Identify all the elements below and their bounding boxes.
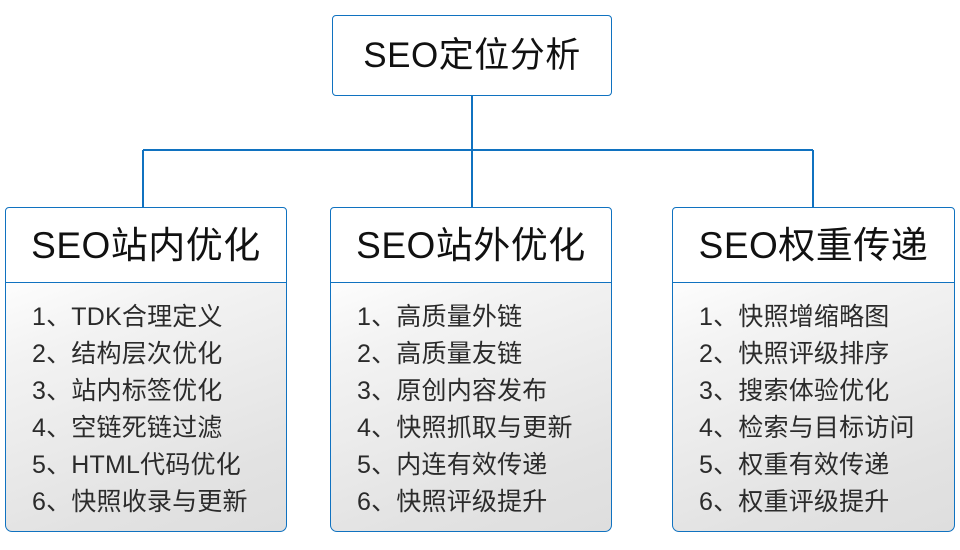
list-item: 2、快照评级排序 [699, 340, 890, 368]
list-item: 3、站内标签优化 [32, 377, 223, 405]
branch-2-header[interactable]: SEO站外优化 [330, 207, 612, 283]
list-item: 6、权重评级提升 [699, 488, 890, 516]
branch-3-title: SEO权重传递 [698, 224, 929, 266]
list-item: 3、搜索体验优化 [699, 377, 890, 405]
list-item: 1、高质量外链 [357, 303, 523, 331]
branch-2-body: 1、高质量外链 2、高质量友链 3、原创内容发布 4、快照抓取与更新 5、内连有… [330, 283, 612, 532]
list-item: 5、内连有效传递 [357, 451, 548, 479]
list-item: 6、快照收录与更新 [32, 488, 248, 516]
branch-3-header[interactable]: SEO权重传递 [672, 207, 955, 283]
list-item: 2、结构层次优化 [32, 340, 223, 368]
branch-node-2[interactable]: SEO站外优化 1、高质量外链 2、高质量友链 3、原创内容发布 4、快照抓取与… [330, 207, 612, 532]
branch-3-item-list: 1、快照增缩略图 2、快照评级排序 3、搜索体验优化 4、检索与目标访问 5、权… [673, 299, 954, 521]
branch-node-3[interactable]: SEO权重传递 1、快照增缩略图 2、快照评级排序 3、搜索体验优化 4、检索与… [672, 207, 955, 532]
branch-node-1[interactable]: SEO站内优化 1、TDK合理定义 2、结构层次优化 3、站内标签优化 4、空链… [5, 207, 287, 532]
root-node[interactable]: SEO定位分析 [332, 15, 612, 96]
list-item: 1、快照增缩略图 [699, 303, 890, 331]
list-item: 5、HTML代码优化 [32, 451, 241, 479]
root-node-label: SEO定位分析 [363, 36, 581, 75]
branch-1-body: 1、TDK合理定义 2、结构层次优化 3、站内标签优化 4、空链死链过滤 5、H… [5, 283, 287, 532]
list-item: 5、权重有效传递 [699, 451, 890, 479]
list-item: 4、检索与目标访问 [699, 414, 915, 442]
branch-3-body: 1、快照增缩略图 2、快照评级排序 3、搜索体验优化 4、检索与目标访问 5、权… [672, 283, 955, 532]
branch-1-header[interactable]: SEO站内优化 [5, 207, 287, 283]
list-item: 2、高质量友链 [357, 340, 523, 368]
list-item: 4、空链死链过滤 [32, 414, 223, 442]
branch-2-title: SEO站外优化 [356, 224, 586, 266]
list-item: 4、快照抓取与更新 [357, 414, 573, 442]
branch-1-item-list: 1、TDK合理定义 2、结构层次优化 3、站内标签优化 4、空链死链过滤 5、H… [6, 299, 286, 521]
list-item: 6、快照评级提升 [357, 488, 548, 516]
branch-1-title: SEO站内优化 [31, 224, 261, 266]
list-item: 1、TDK合理定义 [32, 303, 223, 331]
branch-2-item-list: 1、高质量外链 2、高质量友链 3、原创内容发布 4、快照抓取与更新 5、内连有… [331, 299, 611, 521]
list-item: 3、原创内容发布 [357, 377, 548, 405]
